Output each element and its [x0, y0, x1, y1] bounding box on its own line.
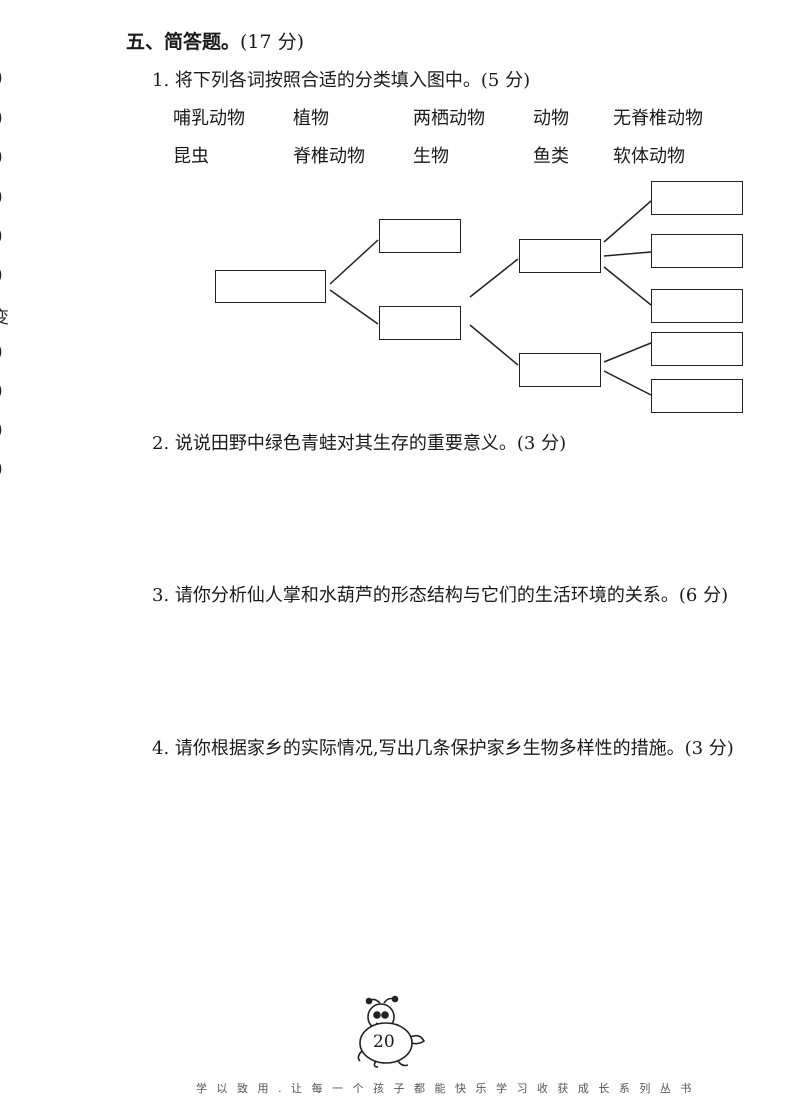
question-2: 2. 说说田野中绿色青蛙对其生存的重要意义。(3 分) — [152, 433, 567, 454]
connector-line — [603, 370, 652, 396]
footer-text: 学 以 致 用 . 让 每 一 个 孩 子 都 能 快 乐 学 习 收 获 成 … — [196, 1082, 695, 1095]
answer-box-root[interactable] — [215, 270, 326, 303]
answer-box-level3-5[interactable] — [651, 379, 743, 413]
connector-line — [603, 342, 652, 363]
margin-mark: ) — [0, 459, 3, 479]
answer-area-3[interactable] — [152, 612, 752, 722]
margin-mark: ) — [0, 187, 3, 207]
answer-area-4[interactable] — [152, 765, 752, 985]
word-item: 无脊椎动物 — [613, 108, 703, 129]
margin-mark: ) — [0, 108, 3, 128]
answer-box-level2-top[interactable] — [519, 239, 601, 273]
answer-box-level1-bottom[interactable] — [379, 306, 461, 340]
word-item: 昆虫 — [173, 146, 209, 167]
answer-box-level3-4[interactable] — [651, 332, 743, 366]
answer-box-level3-2[interactable] — [651, 234, 743, 268]
answer-area-2[interactable] — [152, 460, 752, 570]
word-item: 两栖动物 — [413, 108, 485, 129]
word-item: 动物 — [533, 108, 569, 129]
margin-mark: ) — [0, 381, 3, 401]
connector-line — [603, 266, 652, 306]
connector-line — [329, 289, 379, 325]
margin-mark: ) — [0, 226, 3, 246]
connector-line — [603, 200, 652, 243]
question-1: 1. 将下列各词按照合适的分类填入图中。(5 分) — [152, 70, 531, 91]
section-points: (17 分) — [240, 31, 305, 53]
page-number: 20 — [373, 1032, 395, 1052]
word-item: 鱼类 — [533, 146, 569, 167]
margin-mark: ) — [0, 68, 3, 88]
question-3: 3. 请你分析仙人掌和水葫芦的形态结构与它们的生活环境的关系。(6 分) — [152, 585, 729, 606]
connector-line — [469, 324, 519, 366]
margin-mark: ) — [0, 265, 3, 285]
word-item: 生物 — [413, 146, 449, 167]
connector-line — [329, 239, 379, 285]
word-item: 哺乳动物 — [173, 108, 245, 129]
connector-line — [603, 251, 652, 257]
answer-box-level1-top[interactable] — [379, 219, 461, 253]
section-title: 五、简答题。(17 分) — [126, 27, 304, 54]
word-item: 软体动物 — [613, 146, 685, 167]
answer-box-level3-3[interactable] — [651, 289, 743, 323]
section-title-text: 五、简答题。 — [126, 31, 241, 53]
question-4: 4. 请你根据家乡的实际情况,写出几条保护家乡生物多样性的措施。(3 分) — [152, 738, 734, 759]
margin-mark: ) — [0, 342, 3, 362]
margin-mark: ) — [0, 420, 3, 440]
word-item: 脊椎动物 — [293, 146, 365, 167]
margin-mark: 变 — [0, 308, 9, 328]
word-item: 植物 — [293, 108, 329, 129]
answer-box-level2-bottom[interactable] — [519, 353, 601, 387]
answer-box-level3-1[interactable] — [651, 181, 743, 215]
connector-line — [469, 258, 519, 298]
margin-mark: ) — [0, 147, 3, 167]
bug-mascot-icon — [357, 995, 426, 1068]
